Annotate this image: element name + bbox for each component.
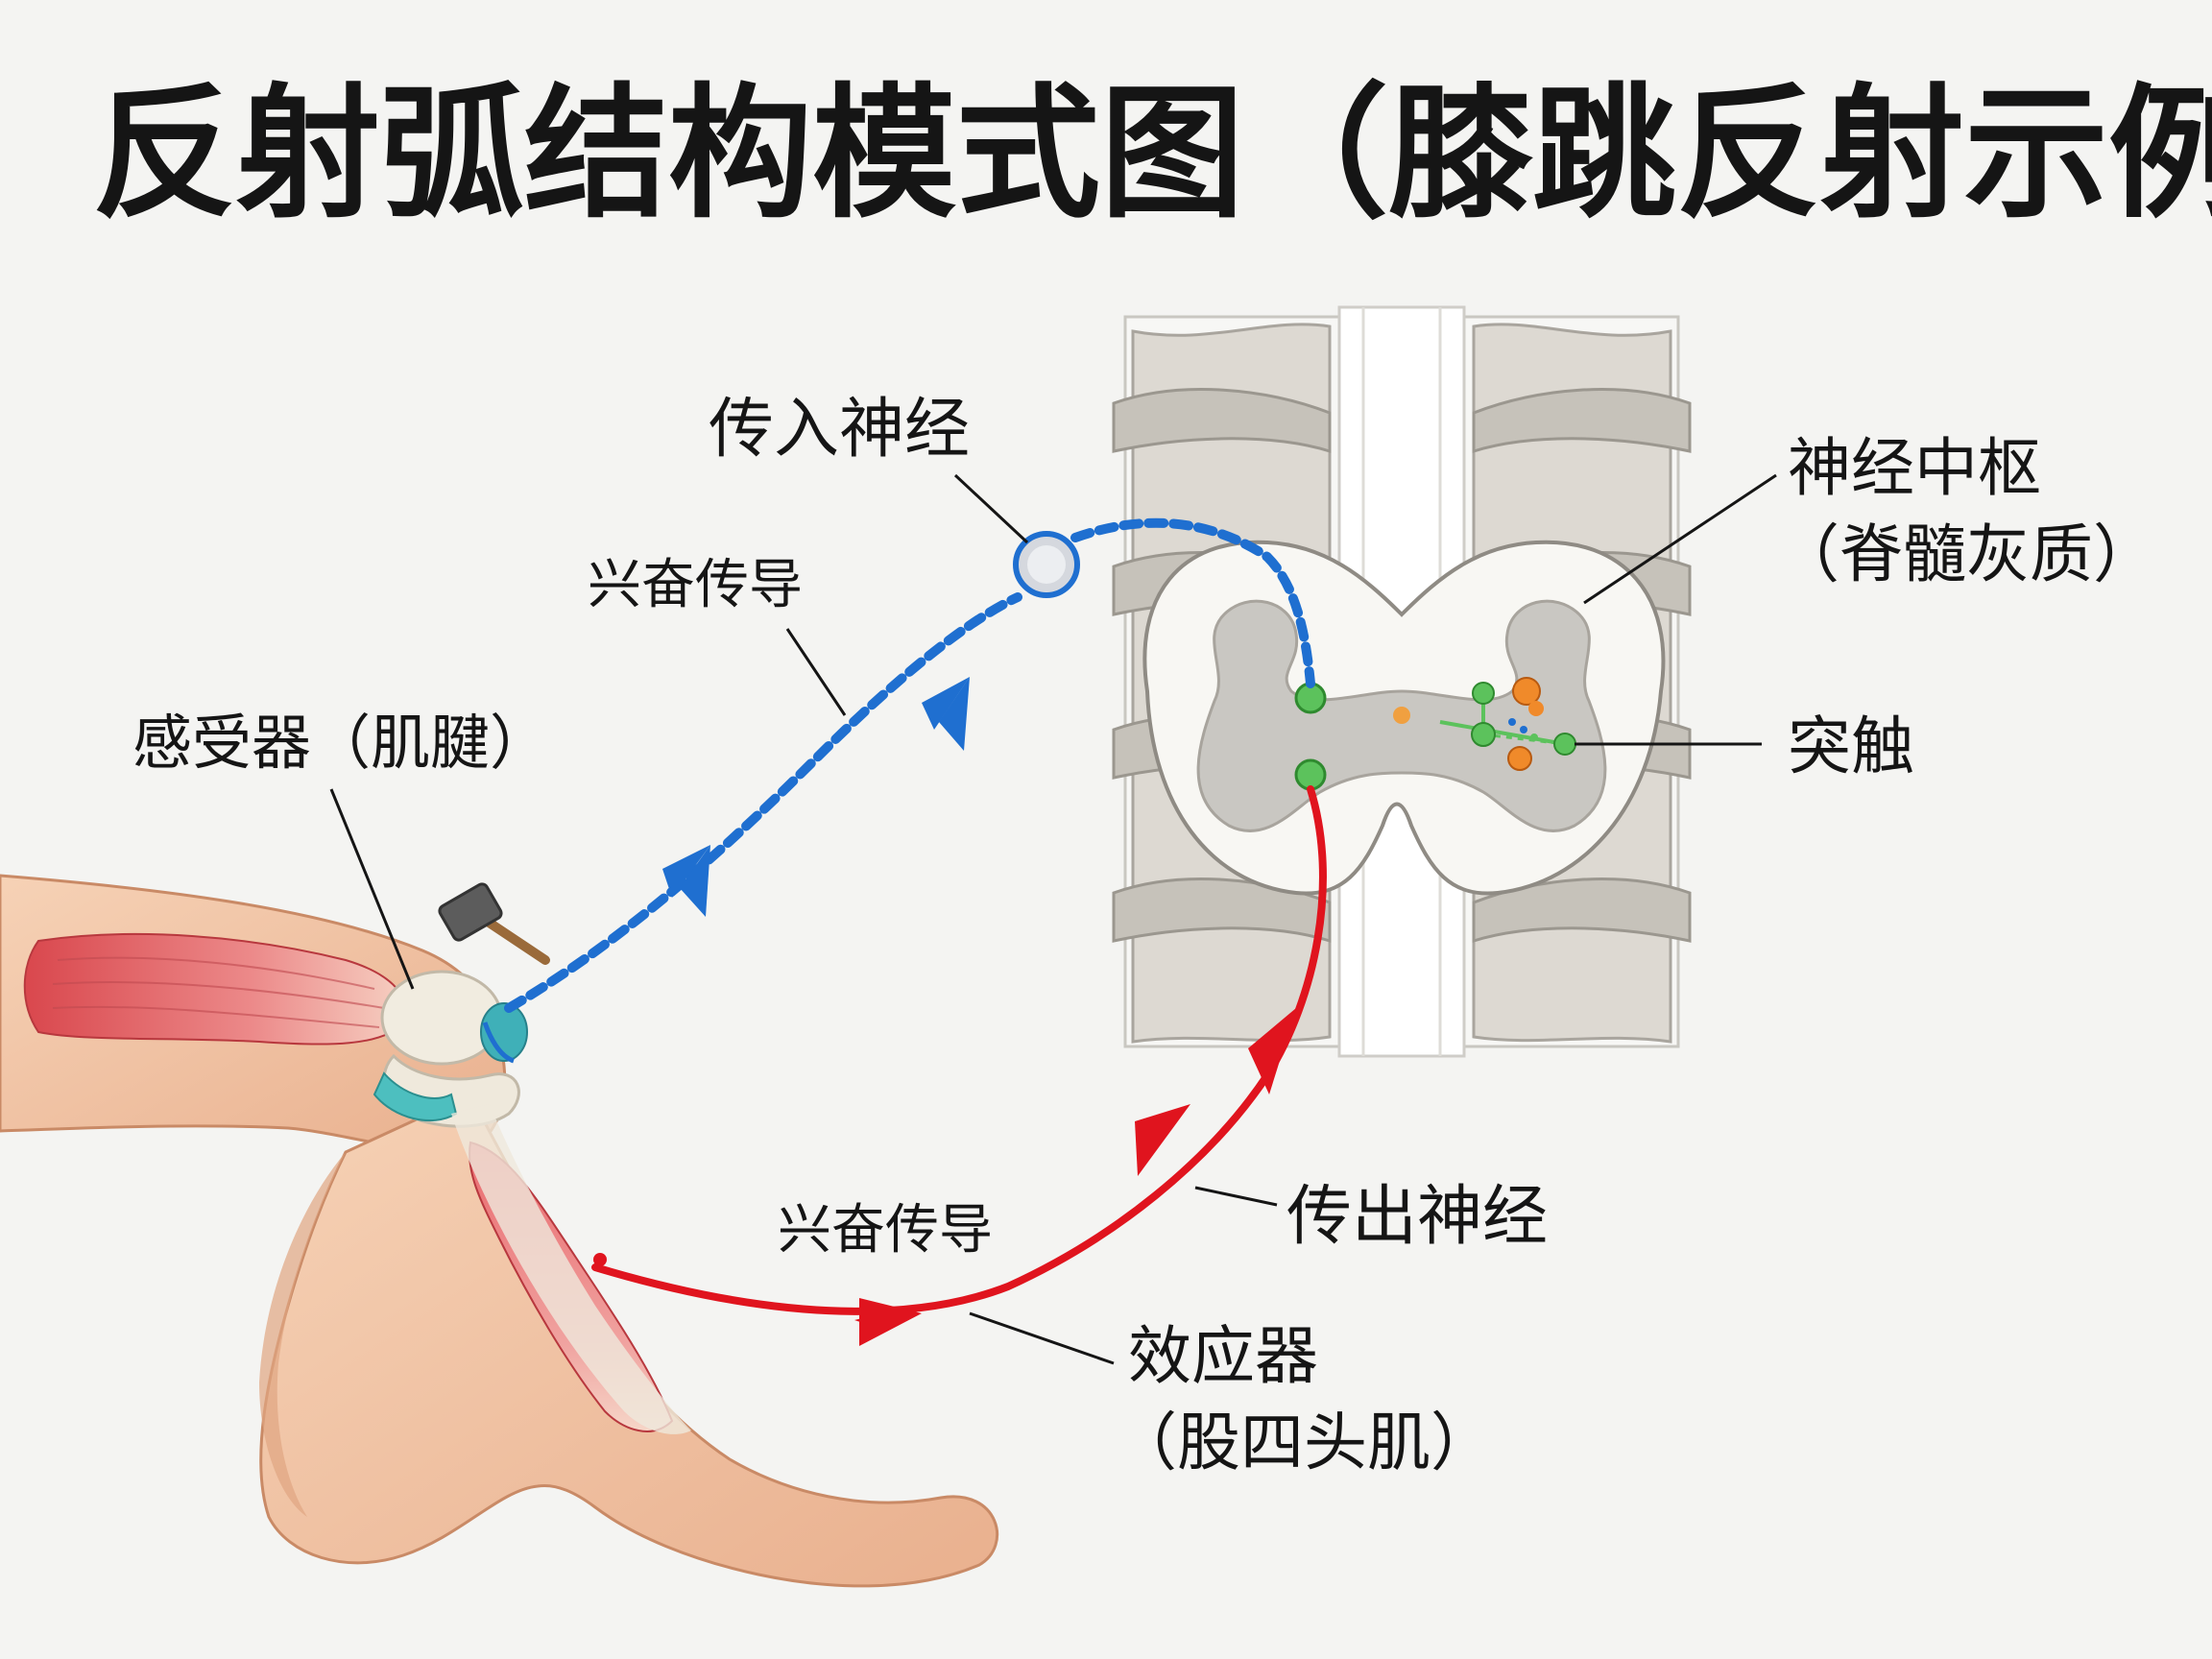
- conduction-label-upper: 兴奋传导: [588, 554, 803, 616]
- synapse-point: [1553, 733, 1576, 756]
- receptor-label: 感受器（肌腱）: [132, 708, 549, 778]
- efferent-arrow: [1135, 1104, 1190, 1176]
- leg-illustration: [0, 874, 998, 1588]
- effector-sublabel: （股四头肌）: [1114, 1406, 1494, 1479]
- interneuron-dot: [1472, 682, 1495, 705]
- synapse-cluster: [1439, 677, 1576, 771]
- receptor-body: [480, 1002, 528, 1062]
- synapse-orange-dot: [1507, 746, 1532, 771]
- efferent-nerve-label: 传出神经: [1286, 1179, 1548, 1255]
- leader-lines: [329, 473, 1777, 1365]
- efferent-nerve-path: [591, 785, 1327, 1315]
- efferent-arrow: [1248, 1008, 1296, 1094]
- afferent-arrow: [662, 845, 710, 898]
- reflex-hammer-icon: [438, 882, 550, 965]
- central-canal: [1393, 707, 1410, 724]
- synapse-orange-dot: [1512, 677, 1541, 706]
- afferent-arrow: [922, 677, 970, 730]
- nerve-center-label: 神经中枢: [1788, 431, 2041, 505]
- interneuron-dot: [1471, 722, 1496, 747]
- afferent-nerve-label: 传入神经: [709, 392, 970, 468]
- conduction-label-lower: 兴奋传导: [778, 1199, 993, 1262]
- nerve-center-sublabel: （脊髓灰质）: [1776, 517, 2156, 591]
- motor-neuron: [1294, 758, 1327, 791]
- afferent-nerve-path: [504, 592, 1022, 1013]
- synapse-label: 突触: [1788, 709, 1914, 783]
- afferent-nerve-entry: [1070, 517, 1315, 688]
- effector-label: 效应器: [1128, 1319, 1318, 1393]
- page-title: 反射弧结构模式图（膝跳反射示例）: [92, 71, 2212, 238]
